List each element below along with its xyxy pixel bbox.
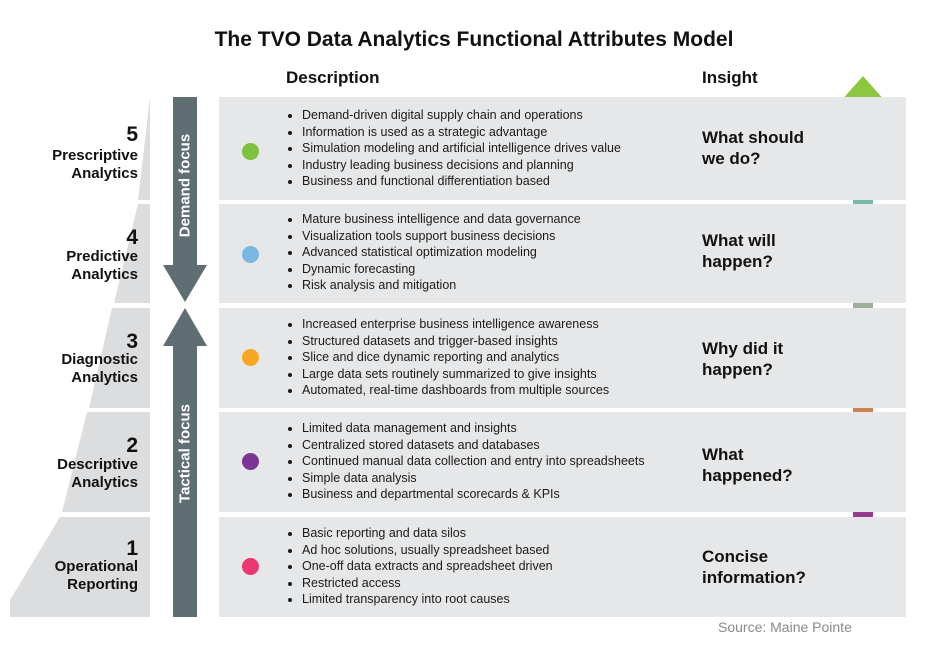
level-4-name-line2: Analytics <box>71 266 138 283</box>
description-header: Description <box>286 68 380 87</box>
level-5-name-line1: Prescriptive <box>52 147 138 164</box>
level-2-number: 2 <box>126 434 138 457</box>
insight-header: Insight <box>702 68 758 87</box>
list-item: Slice and dice dynamic reporting and ana… <box>302 349 609 366</box>
insight-line: Concise <box>702 547 769 566</box>
list-item: Information is used as a strategic advan… <box>302 124 621 141</box>
list-item: Increased enterprise business intelligen… <box>302 316 609 333</box>
list-item: Demand-driven digital supply chain and o… <box>302 107 621 124</box>
level-5-dot <box>242 143 259 160</box>
level-3-number: 3 <box>126 330 138 353</box>
level-1-name-line2: Reporting <box>67 576 138 593</box>
level-5-description-list: Demand-driven digital supply chain and o… <box>284 107 621 190</box>
level-4-number: 4 <box>126 226 138 249</box>
list-item: Mature business intelligence and data go… <box>302 211 581 228</box>
level-3-name-line1: Diagnostic <box>61 351 138 368</box>
list-item: One-off data extracts and spreadsheet dr… <box>302 558 553 575</box>
list-item: Limited transparency into root causes <box>302 591 553 608</box>
level-1-description-list: Basic reporting and data silos Ad hoc so… <box>284 525 553 608</box>
list-item: Automated, real-time dashboards from mul… <box>302 382 609 399</box>
list-item: Structured datasets and trigger-based in… <box>302 333 609 350</box>
demand-focus-arrow <box>163 97 207 302</box>
insight-line: What should <box>702 128 804 147</box>
list-item: Simple data analysis <box>302 470 645 487</box>
pyramid-step-1 <box>10 517 150 617</box>
level-2-insight: What happened? <box>702 444 842 486</box>
level-5-number: 5 <box>126 123 138 146</box>
pyramid-step-3 <box>89 308 150 408</box>
level-3-insight: Why did it happen? <box>702 338 842 380</box>
list-item: Large data sets routinely summarized to … <box>302 366 609 383</box>
source-caption: Source: Maine Pointe <box>718 619 852 635</box>
list-item: Business and functional differentiation … <box>302 173 621 190</box>
level-2-description-list: Limited data management and insights Cen… <box>284 420 645 503</box>
list-item: Dynamic forecasting <box>302 261 581 278</box>
level-1-name-line1: Operational <box>54 558 138 575</box>
demand-focus-label: Demand focus <box>176 133 194 238</box>
insight-line: What will <box>702 231 776 250</box>
level-5-row <box>219 97 906 200</box>
list-item: Industry leading business decisions and … <box>302 157 621 174</box>
list-item: Restricted access <box>302 575 553 592</box>
list-item: Business and departmental scorecards & K… <box>302 486 645 503</box>
level-1-row <box>219 517 906 617</box>
level-1-dot <box>242 558 259 575</box>
level-4-description-list: Mature business intelligence and data go… <box>284 211 581 294</box>
level-4-row <box>219 204 906 303</box>
level-5-name-line2: Analytics <box>71 165 138 182</box>
level-1-number: 1 <box>126 537 138 560</box>
list-item: Basic reporting and data silos <box>302 525 553 542</box>
level-1-insight: Concise information? <box>702 546 842 588</box>
list-item: Simulation modeling and artificial intel… <box>302 140 621 157</box>
pyramid-step-5 <box>138 97 150 200</box>
list-item: Centralized stored datasets and database… <box>302 437 645 454</box>
level-4-dot <box>242 246 259 263</box>
level-5-insight: What should we do? <box>702 127 842 169</box>
list-item: Continued manual data collection and ent… <box>302 453 645 470</box>
insight-line: happened? <box>702 466 793 485</box>
level-2-dot <box>242 453 259 470</box>
list-item: Advanced statistical optimization modeli… <box>302 244 581 261</box>
diagram-title: The TVO Data Analytics Functional Attrib… <box>214 28 734 51</box>
level-2-name-line1: Descriptive <box>57 456 138 473</box>
list-item: Risk analysis and mitigation <box>302 277 581 294</box>
level-2-name-line2: Analytics <box>71 474 138 491</box>
insight-line: we do? <box>702 149 761 168</box>
tactical-focus-label: Tactical focus <box>176 404 194 503</box>
level-3-dot <box>242 349 259 366</box>
pyramid-step-4 <box>114 204 150 303</box>
list-item: Ad hoc solutions, usually spreadsheet ba… <box>302 542 553 559</box>
list-item: Visualization tools support business dec… <box>302 228 581 245</box>
insight-line: happen? <box>702 252 773 271</box>
insight-line: happen? <box>702 360 773 379</box>
level-3-name-line2: Analytics <box>71 369 138 386</box>
level-3-description-list: Increased enterprise business intelligen… <box>284 316 609 399</box>
pyramid-step-2 <box>62 412 150 512</box>
level-3-row <box>219 308 906 408</box>
insight-line: information? <box>702 568 806 587</box>
list-item: Limited data management and insights <box>302 420 645 437</box>
level-4-insight: What will happen? <box>702 230 842 272</box>
level-4-name-line1: Predictive <box>66 248 138 265</box>
insight-line: Why did it <box>702 339 784 358</box>
level-2-row <box>219 412 906 512</box>
tactical-focus-arrow <box>163 308 207 617</box>
insight-line: What <box>702 445 744 464</box>
